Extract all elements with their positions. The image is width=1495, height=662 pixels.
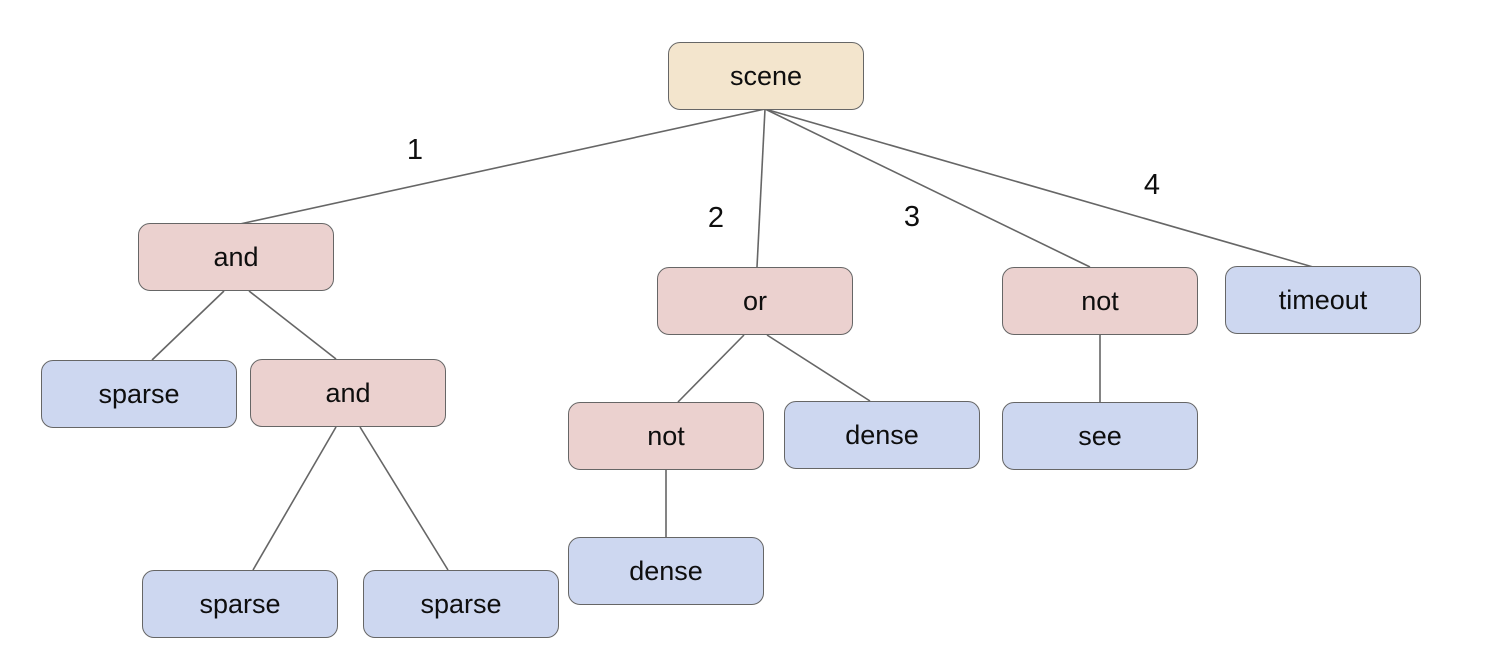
tree-node-dense-1: dense xyxy=(784,401,980,469)
edge-label-1: 1 xyxy=(407,134,423,166)
node-label: or xyxy=(742,285,767,316)
node-label: sparse xyxy=(420,588,502,619)
edge-and1-sparse1 xyxy=(151,290,225,361)
tree-node-see: see xyxy=(1002,402,1198,470)
edge-or1-not2 xyxy=(677,334,745,403)
node-label: sparse xyxy=(199,588,281,619)
tree-node-sparse-2: sparse xyxy=(142,570,338,638)
tree-node-and-1: and xyxy=(138,223,334,291)
edge-scene-not1 xyxy=(764,108,1091,268)
edge-or1-dense1 xyxy=(766,334,871,402)
tree-node-not-2: not xyxy=(568,402,764,470)
node-label: dense xyxy=(845,419,919,450)
tree-node-sparse-1: sparse xyxy=(41,360,237,428)
node-label: not xyxy=(647,420,685,451)
tree-node-not-1: not xyxy=(1002,267,1198,335)
node-label: not xyxy=(1081,285,1119,316)
node-label: timeout xyxy=(1278,284,1368,315)
tree-node-and-2: and xyxy=(250,359,446,427)
edge-and2-sparse3 xyxy=(359,426,449,571)
edge-and2-sparse2 xyxy=(252,426,337,571)
node-label: see xyxy=(1078,420,1122,451)
edge-scene-and1 xyxy=(239,108,766,225)
edge-label-4: 4 xyxy=(1144,169,1160,201)
edge-scene-or1 xyxy=(756,108,766,268)
tree-node-dense-2: dense xyxy=(568,537,764,605)
node-label: and xyxy=(325,377,371,408)
edge-label-3: 3 xyxy=(904,201,920,233)
edge-and1-and2 xyxy=(248,290,337,360)
node-label: sparse xyxy=(98,378,180,409)
node-label: dense xyxy=(629,555,703,586)
edge-label-2: 2 xyxy=(708,202,724,234)
node-label: and xyxy=(213,241,259,272)
tree-node-timeout: timeout xyxy=(1225,266,1421,334)
node-label: scene xyxy=(729,60,803,91)
tree-node-scene: scene xyxy=(668,42,864,110)
edge-scene-timeout1 xyxy=(764,108,1314,268)
tree-node-sparse-3: sparse xyxy=(363,570,559,638)
tree-node-or: or xyxy=(657,267,853,335)
